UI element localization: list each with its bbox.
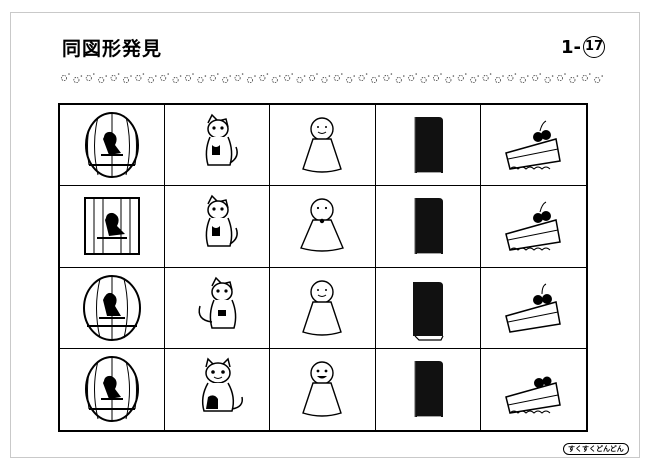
grid-cell[interactable] [480, 268, 586, 349]
grid-cell[interactable] [270, 186, 376, 268]
grid-cell[interactable] [165, 105, 271, 187]
book-icon [414, 361, 443, 418]
grid-cell[interactable] [60, 348, 166, 430]
grid-cell[interactable] [480, 186, 586, 268]
grid-cell[interactable] [376, 348, 481, 430]
cat-icon [202, 357, 244, 413]
cat-icon [198, 276, 237, 329]
grid-cell[interactable] [270, 267, 376, 349]
page-prefix: 1- [561, 36, 581, 58]
decorative-border-row [61, 73, 603, 83]
grid-cell[interactable] [165, 348, 271, 430]
book-icon [414, 117, 443, 174]
cat-icon [205, 113, 239, 166]
page-number: 1- 17 [561, 36, 605, 58]
birdcage-icon [84, 197, 141, 256]
grid-cell[interactable] [375, 105, 481, 187]
page-circled-number: 17 [583, 36, 605, 58]
grid-cell[interactable] [60, 186, 166, 268]
teru-teru-bozu-icon [302, 279, 343, 336]
cake-icon [505, 201, 562, 252]
grid-cell[interactable] [60, 267, 166, 349]
series-badge: すくすくどんどん [563, 443, 629, 455]
grid-cell[interactable] [480, 105, 586, 187]
grid-cell[interactable] [375, 186, 481, 268]
teru-teru-bozu-icon [302, 361, 343, 418]
teru-teru-bozu-icon [302, 117, 343, 173]
birdcage-icon [83, 274, 142, 341]
teru-teru-bozu-icon [300, 198, 345, 253]
book-icon [414, 198, 443, 255]
cat-icon [205, 195, 239, 248]
grid-cell[interactable] [165, 186, 271, 268]
grid-cell[interactable] [375, 267, 481, 349]
worksheet-title: 同図形発見 [62, 38, 163, 60]
book-icon [412, 281, 444, 341]
birdcage-icon [85, 112, 140, 179]
birdcage-icon [85, 356, 140, 423]
picture-grid [58, 103, 588, 432]
grid-cell[interactable] [481, 349, 586, 430]
cake-icon [505, 283, 562, 333]
cake-icon [505, 120, 562, 170]
grid-cell[interactable] [270, 105, 376, 187]
cake-icon [505, 376, 562, 415]
grid-cell[interactable] [165, 267, 271, 349]
grid-cell[interactable] [60, 105, 166, 187]
grid-cell[interactable] [270, 348, 376, 430]
